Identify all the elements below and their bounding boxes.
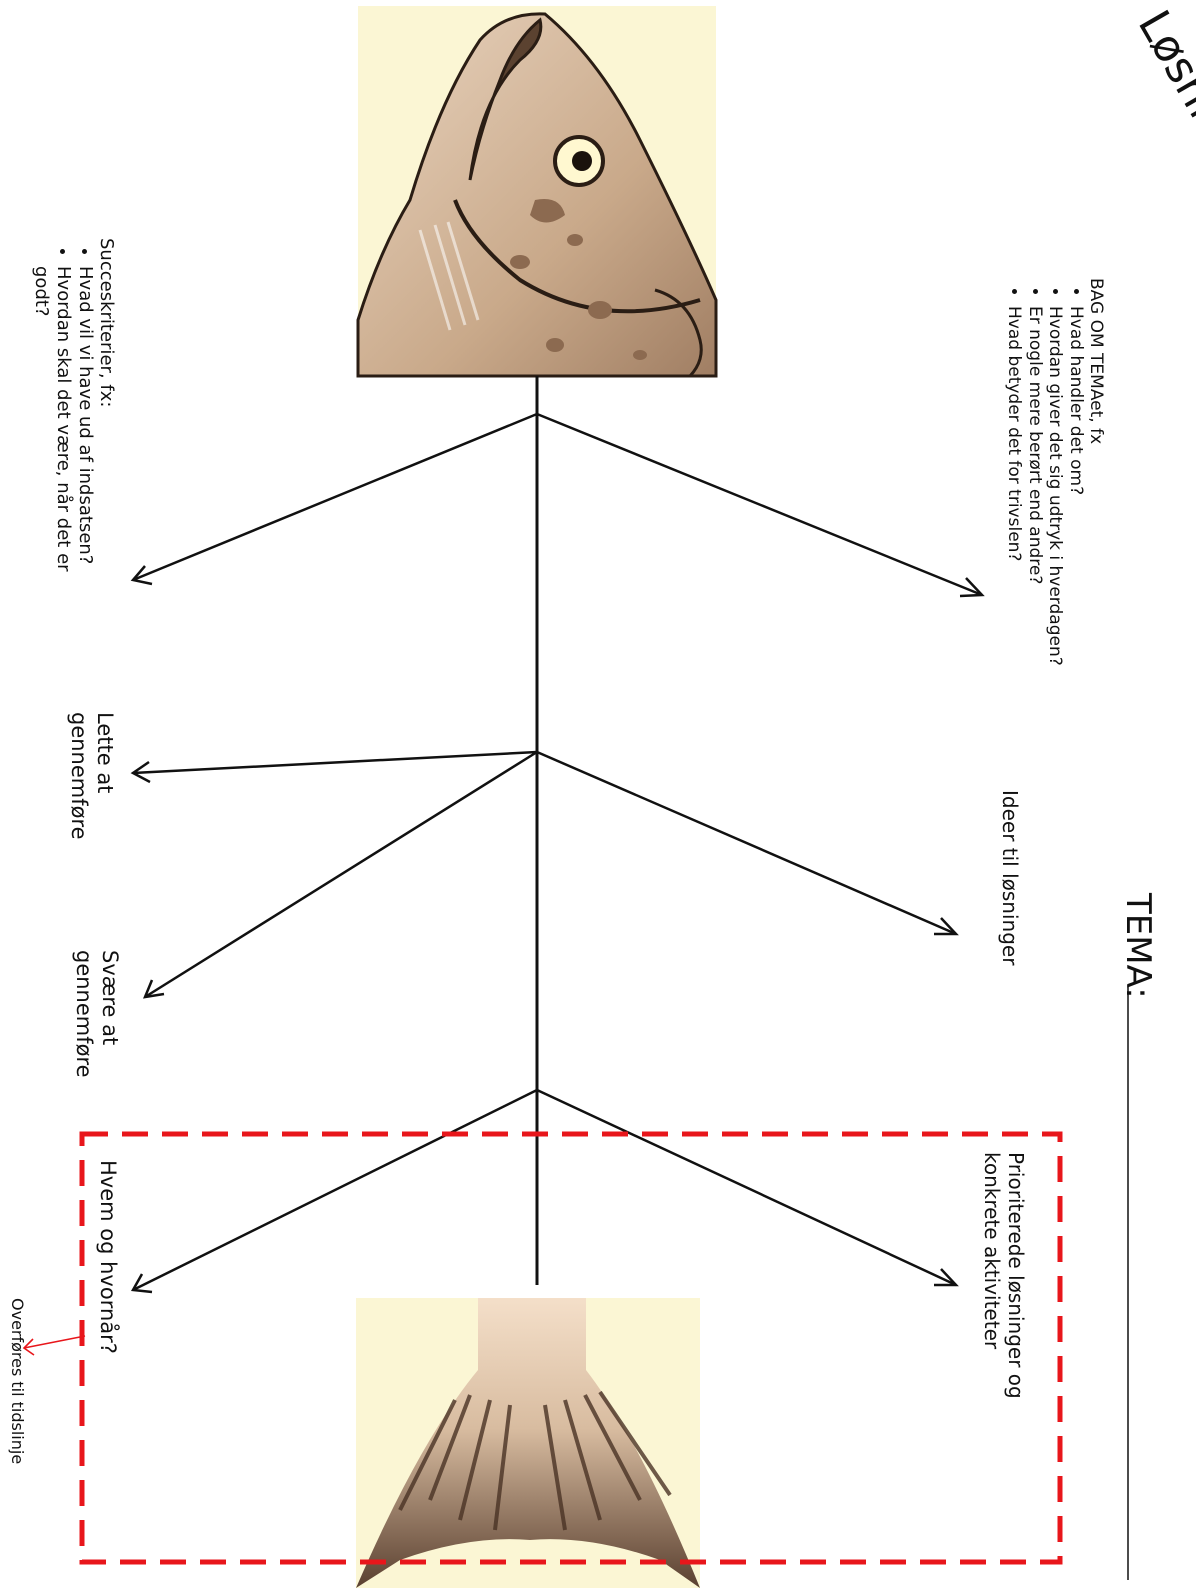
list-item: Hvordan giver det sig udtryk i hverdagen… (1045, 306, 1066, 666)
tema-label: TEMA: (1118, 893, 1158, 999)
lette-label: Lette at gennemføre (66, 712, 117, 852)
bone-top-left (133, 414, 537, 580)
bone-low-left (133, 1090, 537, 1290)
list-item: Hvad vil vi have ud af indsatsen? (74, 266, 96, 586)
fish-head-image (358, 6, 716, 376)
list-item: Hvad handler det om? (1065, 306, 1086, 666)
prioriterede-label: Prioriterede løsninger og konkrete aktiv… (979, 1152, 1028, 1422)
ideer-label: Ideer til løsninger (998, 790, 1022, 965)
bone-mid-right (537, 752, 956, 934)
succes-heading: Succeskriterier, fx: (96, 238, 117, 586)
tidslinje-label: Overføres til tidslinje (8, 1298, 27, 1464)
bone-arrows (133, 414, 982, 1292)
succeskriterier-box: Succeskriterier, fx: Hvad vil vi have ud… (30, 238, 117, 586)
succes-list: Hvad vil vi have ud af indsatsen? Hvorda… (30, 238, 96, 586)
bone-mid-left-2 (145, 752, 537, 997)
list-item: Er nogle mere berørt end andre? (1024, 306, 1045, 666)
bag-heading: BAG OM TEMAet, fx (1086, 278, 1106, 666)
red-pointer-arrow (24, 1336, 85, 1355)
fish-tail-image (356, 1298, 700, 1588)
bone-mid-left-1 (133, 752, 537, 773)
svaere-label: Svære at gennemføre (71, 950, 122, 1090)
list-item: Hvordan skal det være, når det er godt? (30, 266, 74, 586)
bone-top-right (537, 414, 982, 595)
hvem-label: Hvem og hvornår? (96, 1160, 120, 1354)
list-item: Hvad betyder det for trivslen? (1003, 306, 1024, 666)
bag-list: Hvad handler det om? Hvordan giver det s… (1003, 278, 1086, 666)
bone-low-right (537, 1090, 956, 1285)
bag-om-tema-box: BAG OM TEMAet, fx Hvad handler det om? H… (1003, 278, 1106, 666)
